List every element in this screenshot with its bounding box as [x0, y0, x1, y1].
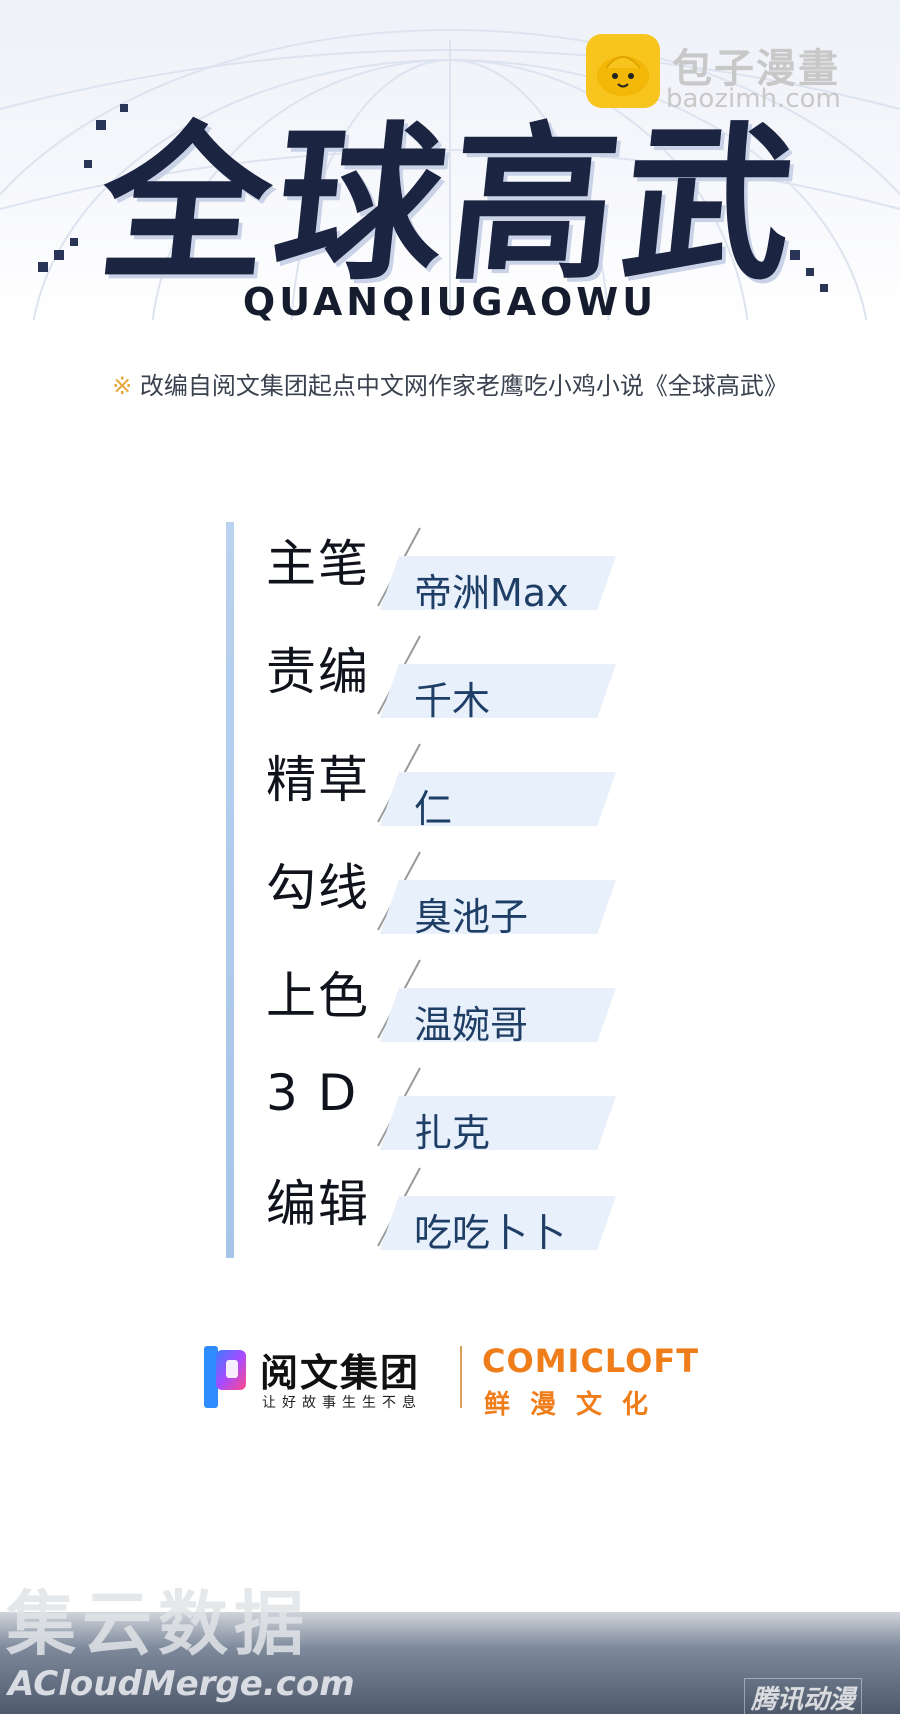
- baozi-watermark: 包子漫畫 baozimh.com: [586, 34, 886, 114]
- credit-row: 精草 仁: [226, 738, 646, 838]
- credit-name: 仁: [414, 787, 453, 831]
- credits-accent-bar: [226, 522, 234, 1258]
- publisher-logos: 阅文集团 让好故事生生不息 COMICLOFT 鲜漫文化: [200, 1340, 700, 1420]
- yuewen-slogan: 让好故事生生不息: [262, 1395, 422, 1411]
- credit-name-box: [380, 988, 616, 1042]
- credit-row: 上色 温婉哥: [226, 954, 646, 1054]
- bottom-image-strip: [0, 1612, 900, 1714]
- credit-row: 主笔 帝洲Max: [226, 522, 646, 622]
- credit-role: 编辑: [266, 1175, 370, 1233]
- logo-divider: [460, 1346, 462, 1408]
- credit-row: 编辑 吃吃卜卜: [226, 1162, 646, 1262]
- credit-name: 温婉哥: [414, 1003, 529, 1047]
- comic-title-romanized: QUANQIUGAOWU: [242, 280, 658, 324]
- credit-name-box: [380, 880, 616, 934]
- watermark-title: 包子漫畫: [672, 46, 840, 92]
- credit-role: 3 D: [266, 1064, 359, 1122]
- credit-role: 责编: [266, 643, 370, 701]
- adaptation-note-text: 改编自阅文集团起点中文网作家老鹰吃小鸡小说《全球高武》: [139, 372, 788, 400]
- bun-face-icon: [586, 34, 660, 108]
- credit-row: 3 D 扎克: [226, 1062, 646, 1162]
- credit-name-box: [380, 1196, 616, 1250]
- credit-name-box: [380, 772, 616, 826]
- comicloft-subtitle: 鲜漫文化: [484, 1390, 669, 1420]
- title-pixel-decoration: [38, 104, 828, 292]
- bottom-watermark-en: ACloudMerge.com: [8, 1664, 355, 1704]
- credit-name: 臭池子: [414, 895, 529, 939]
- credit-role: 精草: [266, 751, 370, 809]
- credit-name-box: [380, 1096, 616, 1150]
- credit-name: 帝洲Max: [414, 571, 569, 615]
- credit-role: 上色: [266, 967, 370, 1025]
- comic-title: 全球高武: [91, 107, 809, 303]
- yuewen-logo-icon: [204, 1346, 246, 1408]
- globe-grid-decoration: [0, 29, 900, 320]
- credit-name-box: [380, 556, 616, 610]
- comicloft-name: COMICLOFT: [482, 1342, 700, 1380]
- credit-role: 勾线: [266, 859, 370, 917]
- reference-mark: ※: [112, 372, 133, 400]
- credit-name: 扎克: [414, 1111, 491, 1155]
- watermark-url: baozimh.com: [666, 84, 841, 114]
- credit-name-box: [380, 664, 616, 718]
- tencent-comic-watermark: 腾讯动漫: [744, 1678, 863, 1717]
- credit-row: 勾线 臭池子: [226, 846, 646, 946]
- credits-list: 主笔 帝洲Max 责编 千木 精草 仁 勾线 臭池子 上色 温婉哥 3 D 扎克…: [226, 522, 646, 1258]
- credit-name: 吃吃卜卜: [414, 1211, 567, 1255]
- header-background: [0, 0, 900, 320]
- credit-name: 千木: [414, 679, 491, 723]
- yuewen-name: 阅文集团: [260, 1351, 421, 1395]
- adaptation-note: ※ 改编自阅文集团起点中文网作家老鹰吃小鸡小说《全球高武》: [0, 366, 900, 401]
- credit-role: 主笔: [266, 535, 370, 593]
- bottom-watermark-cn: 集云数据: [6, 1583, 310, 1665]
- credit-row: 责编 千木: [226, 630, 646, 730]
